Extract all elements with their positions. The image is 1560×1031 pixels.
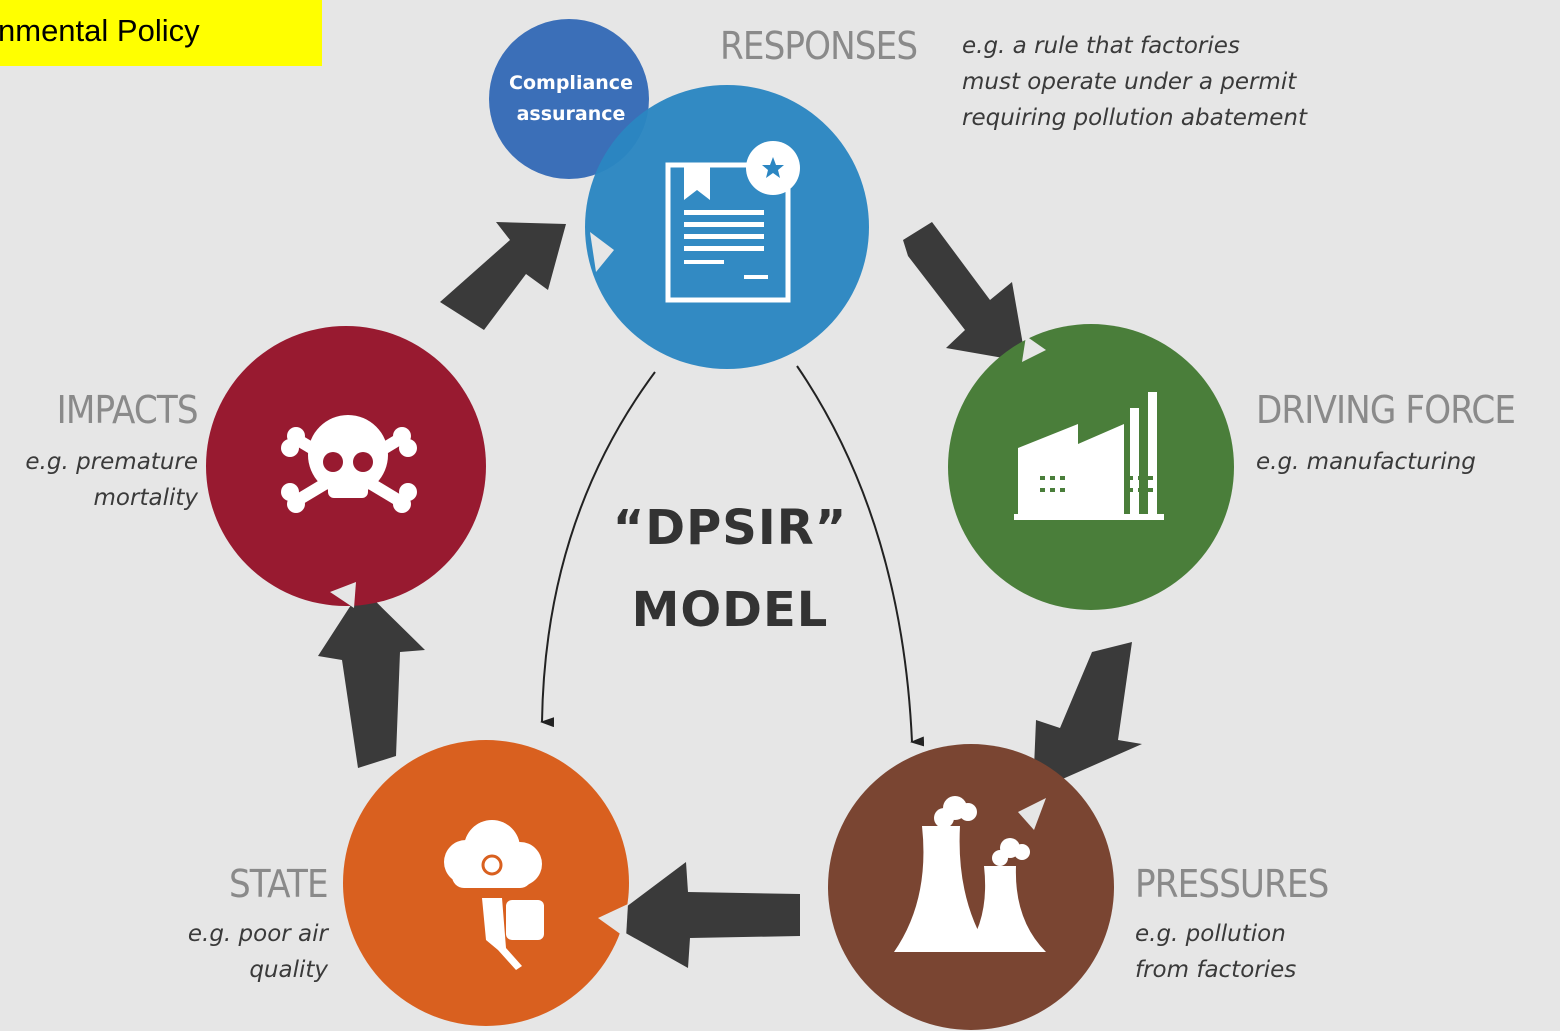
state-example-line2: quality <box>249 957 328 983</box>
compliance-line1: Compliance <box>509 72 633 94</box>
responses-example-line2: must operate under a permit <box>962 69 1297 95</box>
thin-arrow-responses-to-pressures <box>796 365 925 747</box>
impacts-example: e.g. premature mortality <box>25 444 198 516</box>
driving-force-title: DRIVING FORCE <box>1256 388 1516 432</box>
state-example: e.g. poor air quality <box>188 916 328 988</box>
arrow-responses-to-driving-force <box>903 222 1026 362</box>
arrow-state-to-impacts <box>318 588 425 768</box>
driving-force-example: e.g. manufacturing <box>1256 444 1476 480</box>
title-banner: nmental Policy <box>0 0 322 66</box>
pressures-title: PRESSURES <box>1135 862 1329 906</box>
state-title: STATE <box>229 862 329 906</box>
arrow-impacts-to-responses <box>440 222 566 330</box>
model-title-line1: “DPSIR” <box>612 500 848 556</box>
thin-arrow-responses-to-state <box>540 371 656 728</box>
pressures-circle <box>828 744 1114 1030</box>
responses-example: e.g. a rule that factories must operate … <box>962 28 1307 136</box>
impacts-title: IMPACTS <box>56 388 199 432</box>
responses-title: RESPONSES <box>720 24 918 68</box>
cooling-towers-icon <box>894 796 1046 952</box>
responses-example-line3: requiring pollution abatement <box>962 105 1308 131</box>
impacts-example-line2: mortality <box>93 485 198 511</box>
compliance-assurance-label: Compliance assurance <box>496 68 646 130</box>
compliance-assurance-circle <box>489 19 649 179</box>
arrow-driving-force-to-pressures <box>1033 642 1142 792</box>
model-title-line2: MODEL <box>631 582 829 638</box>
pressures-example-line2: from factories <box>1135 957 1297 983</box>
compliance-line2: assurance <box>516 103 626 125</box>
factory-icon <box>1014 392 1164 520</box>
cloud-thumbs-down-icon <box>444 820 544 970</box>
pressures-example-line1: e.g. pollution <box>1135 921 1286 947</box>
impacts-example-line1: e.g. premature <box>25 449 198 475</box>
driving-force-example-line1: e.g. manufacturing <box>1256 449 1476 475</box>
responses-example-line1: e.g. a rule that factories <box>962 33 1240 59</box>
state-example-line1: e.g. poor air <box>187 921 328 947</box>
arrow-pressures-to-state <box>606 862 800 968</box>
skull-crossbones-icon <box>281 415 417 513</box>
permit-document-icon <box>665 141 800 303</box>
title-banner-text: nmental Policy <box>0 13 200 48</box>
pressures-example: e.g. pollution from factories <box>1135 916 1296 988</box>
